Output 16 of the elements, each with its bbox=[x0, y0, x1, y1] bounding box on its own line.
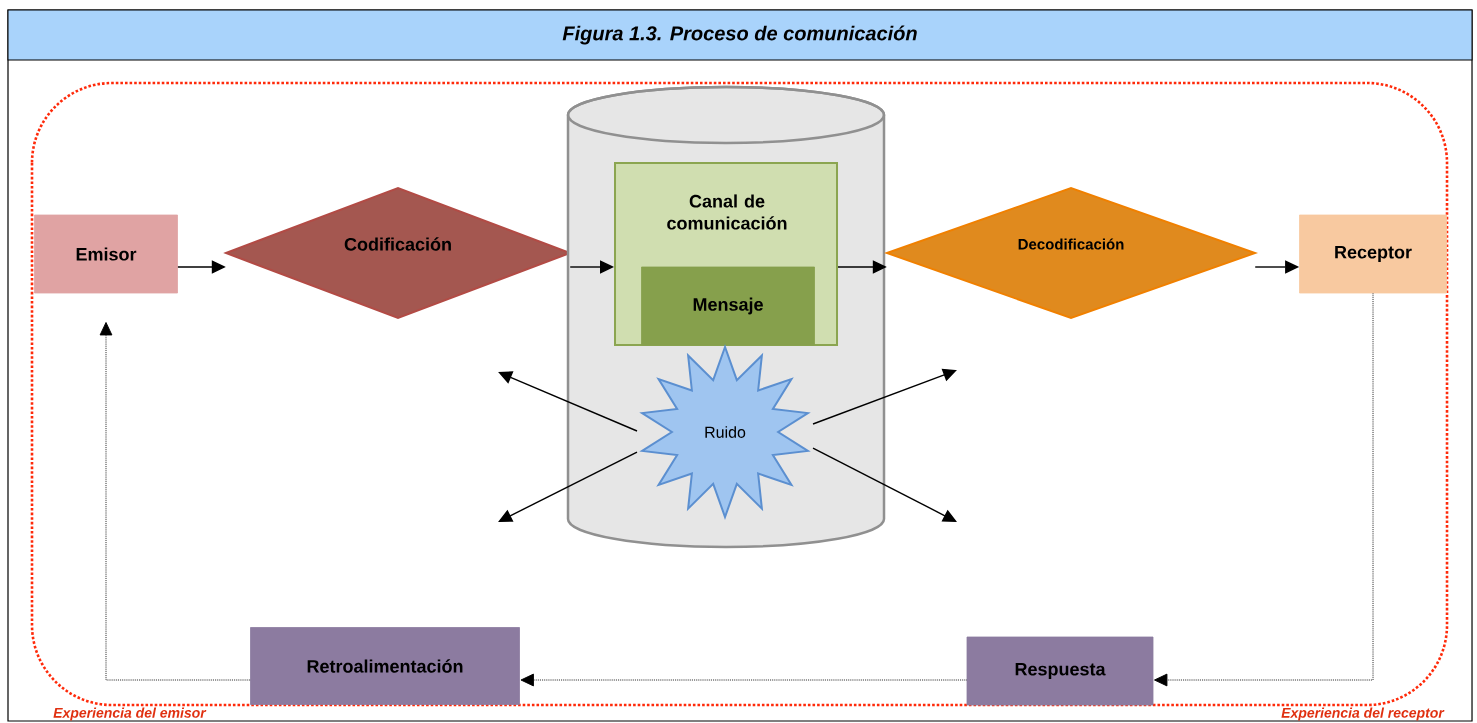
process-box: Retroalimentación bbox=[250, 627, 520, 705]
arrow bbox=[498, 371, 638, 432]
arrow bbox=[1154, 292, 1374, 687]
arrow bbox=[520, 673, 968, 687]
process-box: Emisor bbox=[34, 214, 178, 294]
process-box: Mensaje bbox=[641, 266, 815, 346]
corner-label: Experiencia del emisor bbox=[53, 707, 207, 721]
arrow bbox=[812, 368, 957, 425]
arrow bbox=[99, 322, 251, 681]
arrow bbox=[569, 260, 614, 274]
process-box: Respuesta bbox=[966, 636, 1154, 706]
corner-label: Experiencia del receptor bbox=[1281, 707, 1445, 721]
arrow bbox=[812, 447, 957, 522]
process-box: Receptor bbox=[1299, 214, 1447, 294]
title-band: Figura 1.3. Proceso de comunicación bbox=[7, 9, 1473, 61]
arrow bbox=[498, 451, 638, 522]
